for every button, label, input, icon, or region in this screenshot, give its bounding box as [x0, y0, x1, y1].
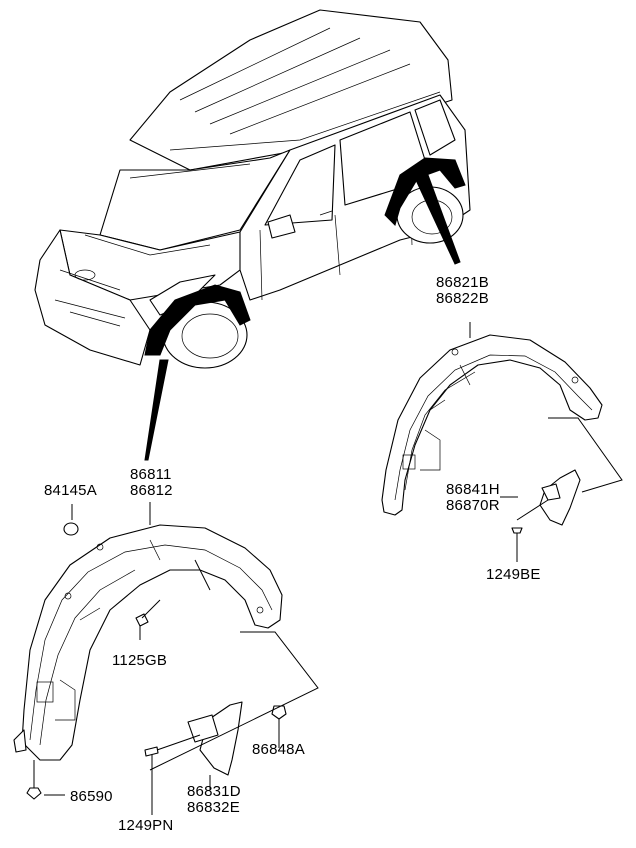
part-number-86822B: 86822B	[436, 290, 489, 307]
clip-86590	[26, 760, 65, 800]
part-number-86811: 86811	[130, 466, 172, 483]
part-number-86831D: 86831D	[187, 783, 241, 800]
part-number-86841H: 86841H	[446, 481, 500, 498]
label-front-flap: 86831D 86832E	[187, 784, 241, 816]
part-number-86590: 86590	[70, 788, 113, 805]
screw-1125GB	[135, 599, 161, 640]
rear-wheel-liner	[381, 334, 603, 516]
vehicle-illustration	[34, 9, 471, 369]
label-bottom-clip: 86590	[70, 789, 113, 805]
part-number-86832E: 86832E	[187, 799, 240, 816]
front-leader-wedge	[144, 359, 169, 461]
label-plug: 84145A	[44, 483, 97, 499]
label-front-flap-screw: 1249PN	[118, 818, 173, 834]
label-front-screw: 1125GB	[112, 653, 167, 669]
part-number-1249PN: 1249PN	[118, 817, 174, 834]
part-number-86848A: 86848A	[252, 741, 305, 758]
label-front-clip: 86848A	[252, 742, 305, 758]
rear-leader-wedge	[414, 174, 461, 265]
label-rear-liner: 86821B 86822B	[436, 275, 489, 307]
part-number-84145A: 84145A	[44, 482, 97, 499]
label-front-liner: 86811 86812	[130, 467, 173, 499]
part-number-1125GB: 1125GB	[112, 652, 168, 669]
plug-84145A	[63, 522, 79, 536]
part-number-86821B: 86821B	[436, 274, 489, 291]
rear-screw-1249BE	[511, 527, 523, 562]
front-wheel-liner	[13, 524, 283, 761]
rear-mud-flap	[539, 469, 581, 526]
front-mud-flap	[187, 701, 243, 776]
part-number-1249BE: 1249BE	[486, 566, 541, 583]
part-number-86870R: 86870R	[446, 497, 500, 514]
label-rear-flap: 86841H 86870R	[446, 482, 500, 514]
screw-1249PN	[144, 734, 201, 815]
part-number-86812: 86812	[130, 482, 173, 499]
label-rear-screw: 1249BE	[486, 567, 541, 583]
